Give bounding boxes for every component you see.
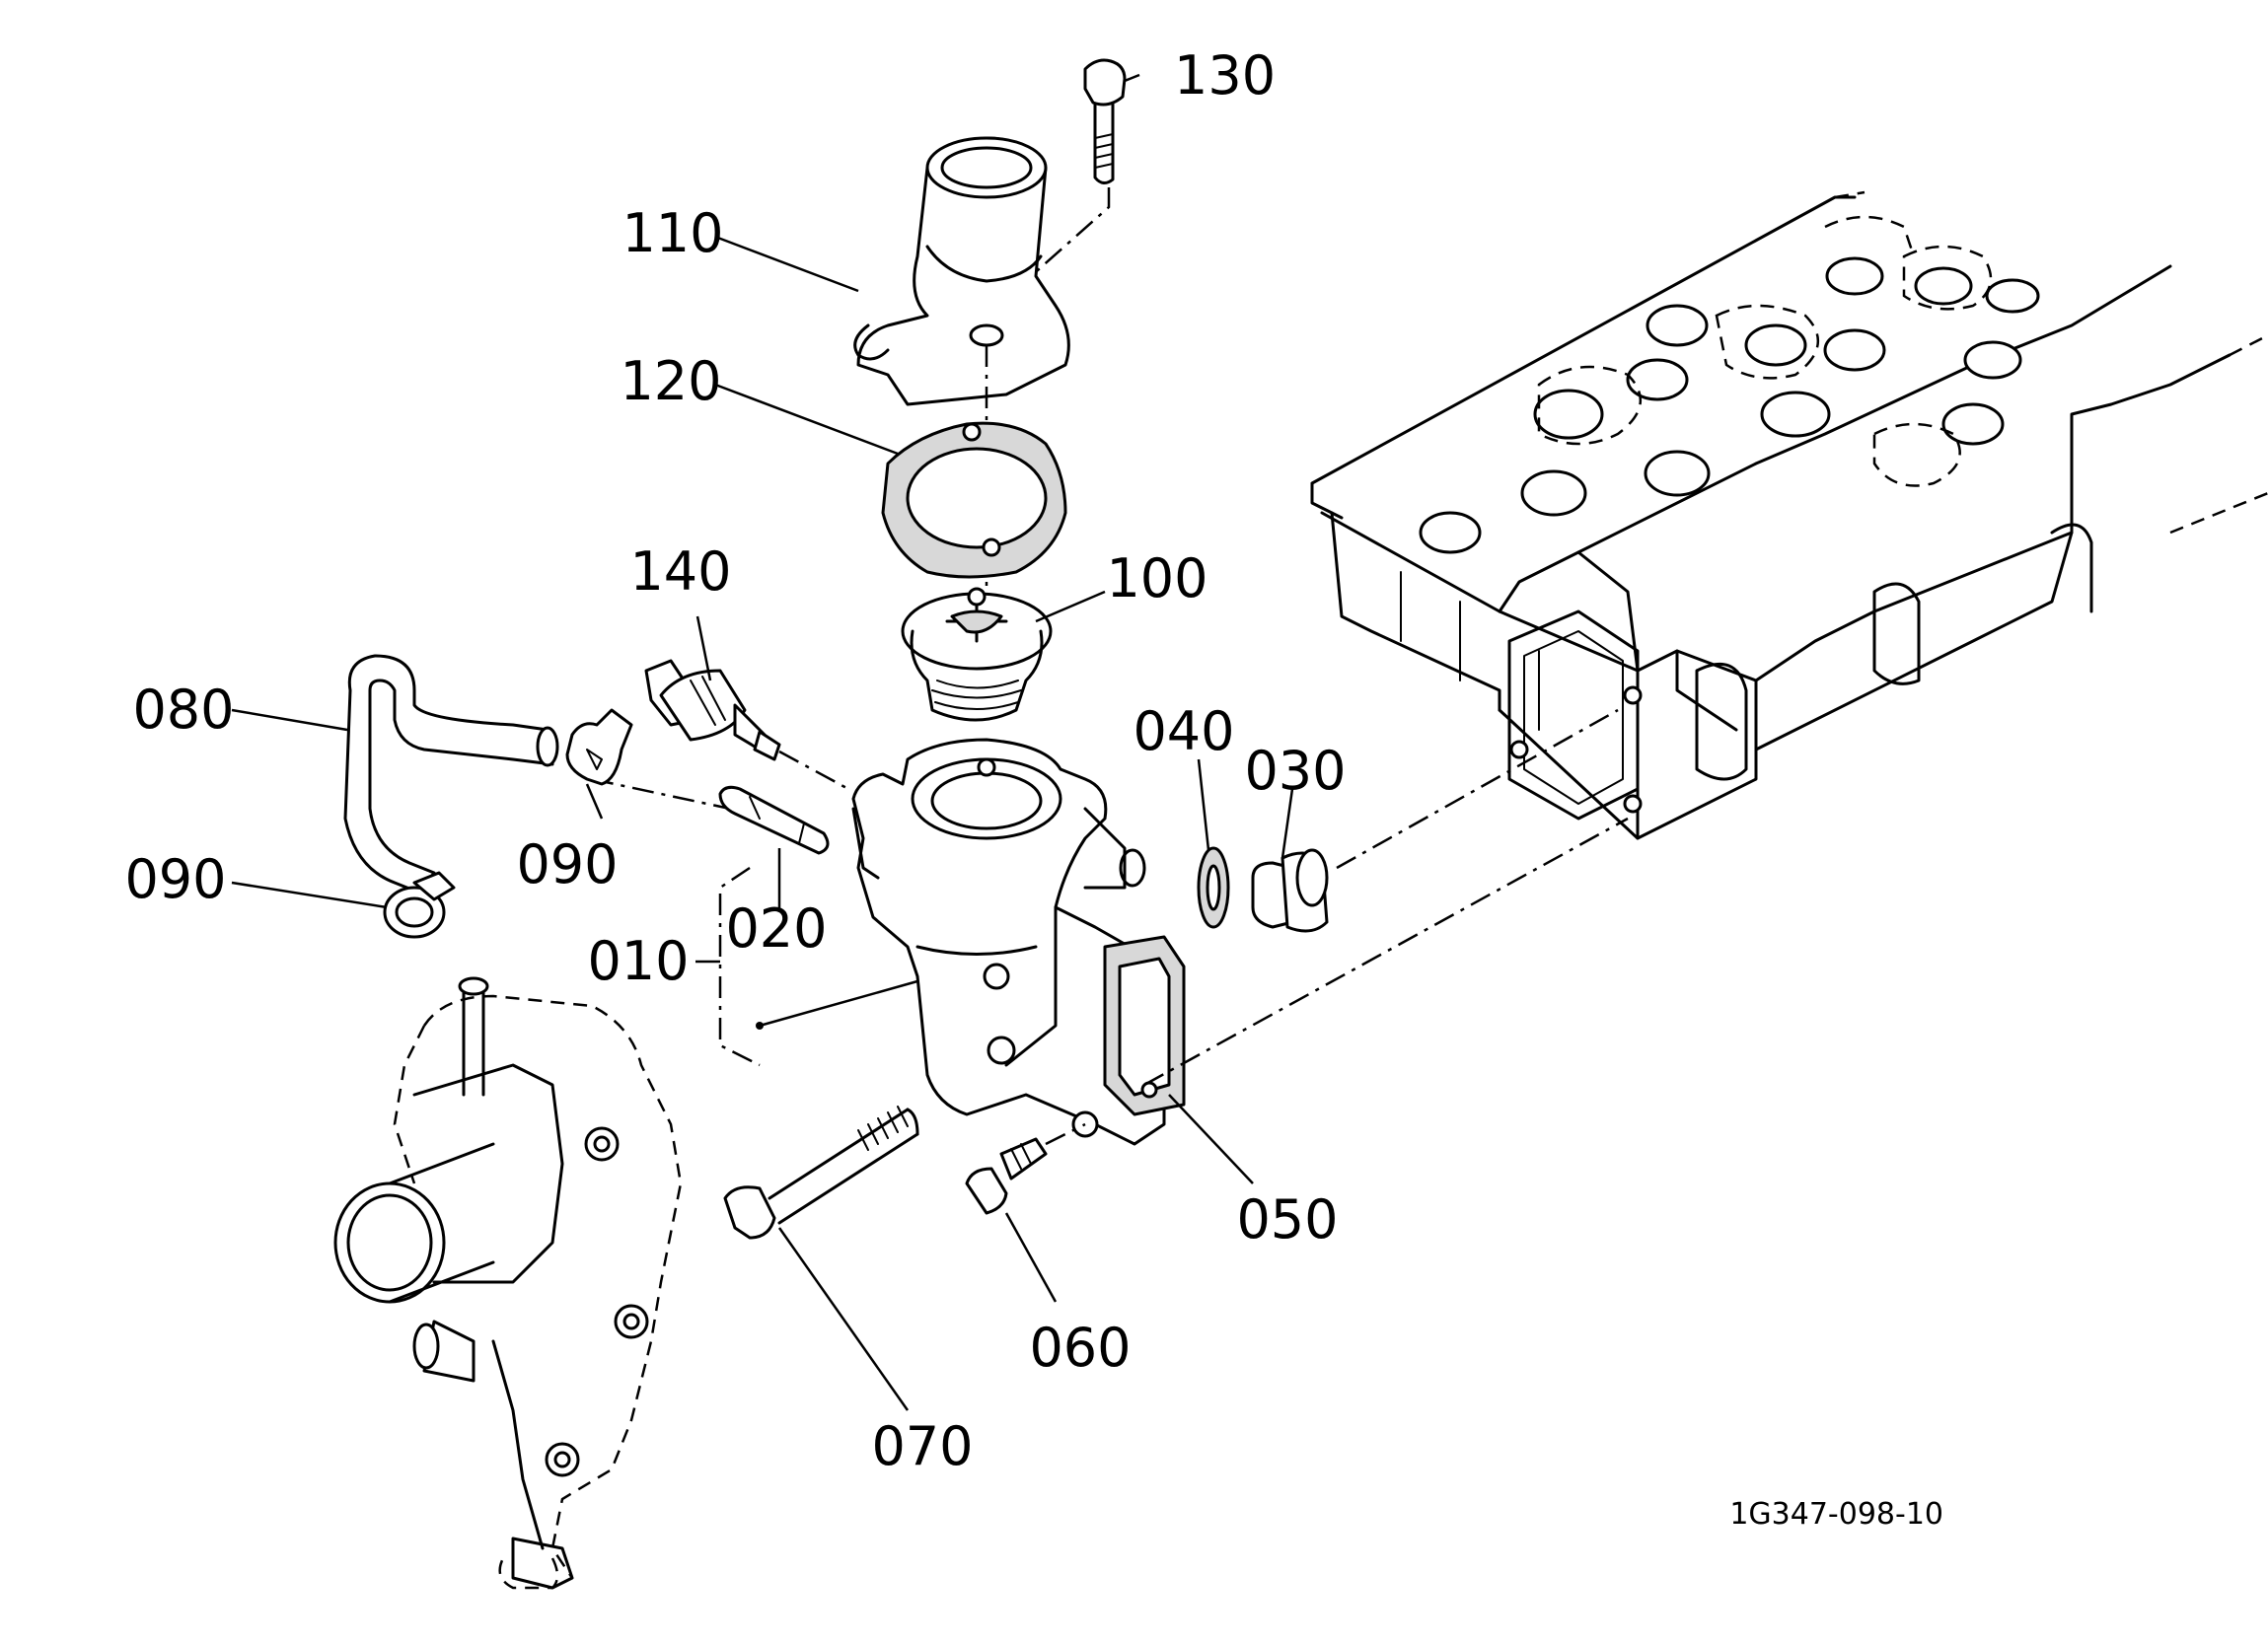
part-130-label: 130 — [1174, 44, 1276, 107]
part-120-label: 120 — [620, 350, 721, 412]
part-090-label-upper: 090 — [516, 833, 618, 895]
part-090-label-lower: 090 — [124, 848, 226, 910]
part-050-label: 050 — [1236, 1188, 1338, 1251]
part-010-label: 010 — [587, 930, 689, 992]
plug-icon — [1251, 848, 1329, 933]
hose-clamp-icon — [383, 871, 456, 939]
pipe-icon — [718, 785, 830, 855]
part-020-label: 020 — [725, 897, 827, 960]
part-070-label: 070 — [871, 1415, 973, 1477]
hose-clamp-icon — [565, 708, 633, 786]
part-080-label: 080 — [132, 679, 234, 741]
part-labels: 130 110 120 140 100 080 040 030 090 090 … — [124, 44, 1346, 1477]
leader-lines — [231, 73, 1294, 1411]
part-060-label: 060 — [1029, 1317, 1131, 1379]
temperature-sensor-icon — [644, 659, 781, 761]
hose-icon — [343, 654, 559, 895]
part-040-label: 040 — [1133, 700, 1234, 762]
gasket-icon — [881, 421, 1067, 579]
water-pump-drawing — [333, 976, 683, 1590]
part-010-bracket — [718, 866, 761, 1067]
cylinder-head-drawing — [1310, 190, 2268, 840]
drawing-number: 1G347-098-10 — [1729, 1497, 1943, 1532]
thermostat-icon — [901, 587, 1053, 722]
water-flange-icon — [853, 136, 1070, 406]
bolt-icon — [1083, 58, 1127, 184]
part-100-label: 100 — [1106, 547, 1207, 609]
thermostat-housing-icon — [851, 738, 1186, 1146]
part-030-label: 030 — [1244, 740, 1346, 802]
part-110-label: 110 — [622, 202, 723, 264]
stud-bolt-icon — [723, 1106, 919, 1240]
plug-icon — [965, 1137, 1048, 1215]
part-140-label: 140 — [629, 540, 731, 603]
washer-icon — [1197, 846, 1230, 929]
